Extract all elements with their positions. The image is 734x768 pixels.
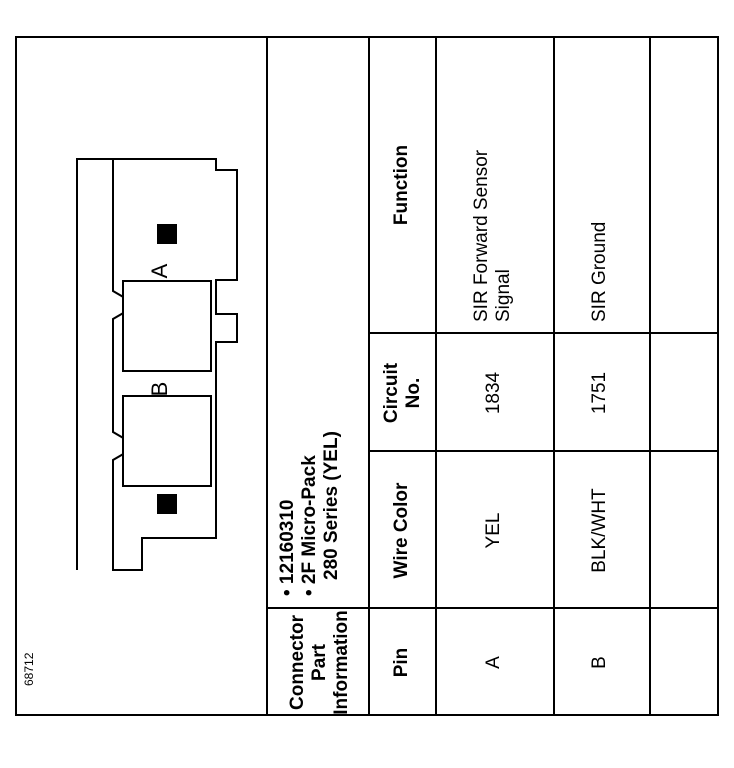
table-row-b-circuit: 1751 [589,371,610,415]
table-row-b-function: SIR Ground [589,36,611,322]
series-row-2: 280 Series (YEL) [321,176,343,596]
table-row-a-function: SIR Forward Sensor Signal [471,36,515,322]
function-header: Function [391,144,412,226]
table-row-a-wire-color: YEL [483,512,504,549]
cavity-b-label: B [147,381,172,397]
circuit-header: Circuit No. [381,334,425,452]
diagram-table-divider [266,36,268,716]
wire-color-header: Wire Color [391,482,412,579]
table-row-b-pin: B [589,656,610,669]
connector-info-title-line2: Information [330,610,352,715]
part-number-row: • 12160310 [277,176,299,596]
header-row-divider [435,36,437,716]
table-row-b-wire-color: BLK/WHT [589,488,610,573]
table-row-a-function-line1: SIR Forward Sensor [471,149,492,322]
connector-face-diagram [76,158,238,571]
lock-tab-right [157,494,177,514]
table-row-a-pin: A [483,656,504,669]
row-a-divider [553,36,555,716]
bullet-icon: • [298,584,320,596]
pin-header: Pin [391,647,412,678]
bullet-icon: • [277,584,298,596]
series-row: • 2F Micro-Pack [299,176,321,596]
figure-number: 68712 [22,652,36,686]
row-b-divider [649,36,651,716]
table-row-a-function-line2: Signal [492,269,514,322]
connector-info-title: Connector Part Information [287,609,353,716]
table-row-b-function-line1: SIR Ground [589,221,610,322]
cavity-a-label: A [147,263,172,279]
connector-details: • 12160310 • 2F Micro-Pack 280 Series (Y… [277,176,343,596]
lock-tab-left [157,224,177,244]
series-line2: 280 Series (YEL) [320,431,342,580]
circuit-header-line2: No. [402,377,424,409]
cavity-a-box [122,395,212,487]
part-number: 12160310 [277,499,298,585]
connector-info-title-line1: Connector Part [287,615,330,710]
connector-sheet: Connector Part Information • 12160310 • … [15,36,719,716]
table-row-a-circuit: 1834 [483,371,504,415]
series-line1: 2F Micro-Pack [298,455,320,585]
info-table-divider [368,36,370,716]
circuit-header-line1: Circuit [381,362,402,424]
cavity-b-box [122,280,212,372]
